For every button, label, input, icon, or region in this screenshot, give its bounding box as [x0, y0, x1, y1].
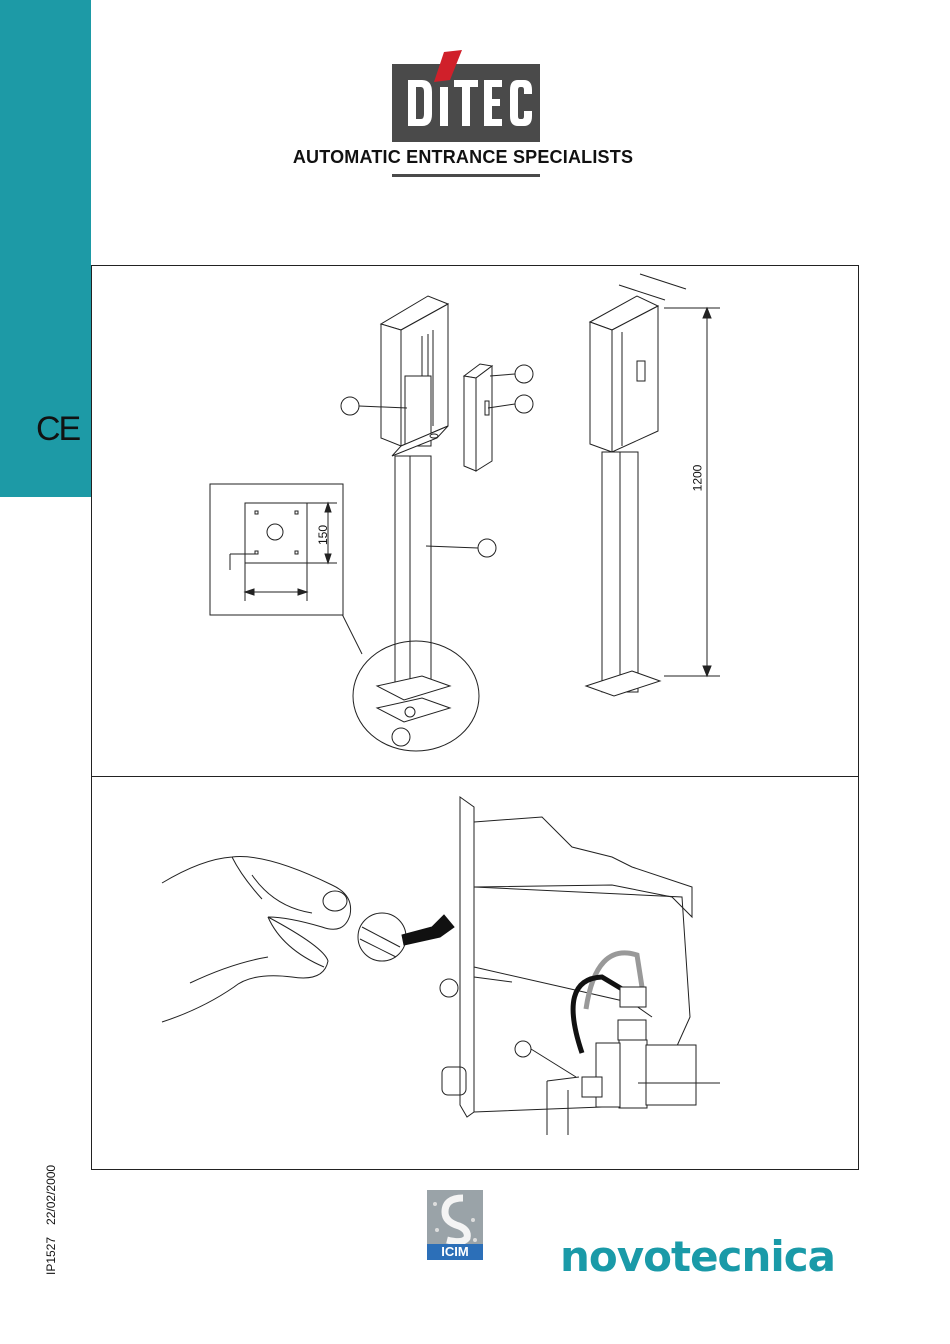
document-id: IP1527 22/02/2000: [44, 1153, 58, 1275]
tagline-underline: [392, 174, 540, 177]
plate-detail: [210, 484, 343, 615]
hand-drawing: [162, 857, 406, 1022]
figure-lock-assembly: [91, 776, 859, 1170]
dimension-label-150: 150: [316, 525, 330, 545]
tagline: AUTOMATIC ENTRANCE SPECIALISTS: [0, 147, 950, 168]
lock-mechanism-drawing: [440, 797, 720, 1135]
doc-date: 22/02/2000: [44, 1165, 58, 1225]
tagline-text: AUTOMATIC ENTRANCE SPECIALISTS: [293, 147, 633, 167]
novotecnica-logo: novotecnica: [560, 1232, 835, 1281]
figure-column-installation: 150 1200: [91, 265, 859, 777]
column-open-drawing: [342, 296, 479, 751]
ce-mark: CE: [36, 410, 79, 449]
dimension-label-1200: 1200: [690, 465, 704, 492]
icim-label: ICIM: [427, 1244, 483, 1260]
icim-certification-logo: ICIM: [427, 1190, 483, 1260]
side-panel-insert: [464, 364, 492, 471]
arrow-icon: [402, 915, 454, 945]
doc-code: IP1527: [44, 1237, 58, 1275]
